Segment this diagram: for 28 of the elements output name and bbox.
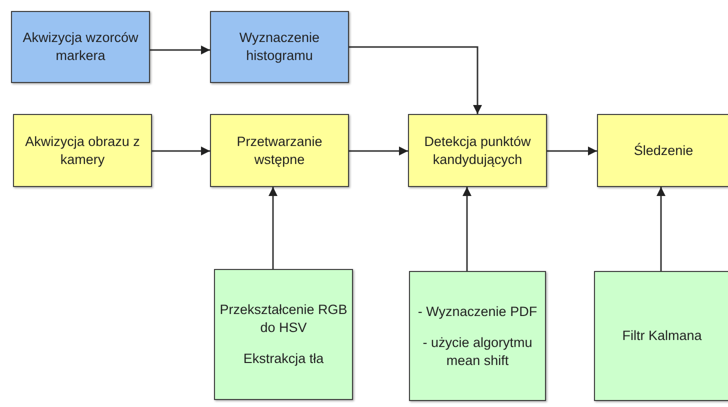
box-text: Akwizycja wzorców markera <box>22 29 140 65</box>
box-text: Detekcja punktów kandydujących <box>423 132 532 168</box>
box-text: Filtr Kalmana <box>621 327 703 345</box>
arrow <box>349 46 482 114</box>
arrow <box>152 146 210 156</box>
box-text: Wyznaczenie histogramu <box>238 29 321 65</box>
process-box <box>594 271 728 401</box>
process-box <box>214 269 353 400</box>
box-text: - Wyznaczenie PDF <box>416 302 538 320</box>
box-text: Ekstrakcja tła <box>242 350 325 368</box>
box-text: Śledzenie <box>632 142 694 160</box>
process-box <box>11 11 150 83</box>
process-box <box>210 11 349 83</box>
box-text: - użycie algorytmu mean shift <box>422 334 534 370</box>
process-box <box>409 271 546 401</box>
arrow <box>150 46 210 54</box>
arrow <box>349 146 408 156</box>
arrow <box>656 187 666 271</box>
process-box <box>597 114 728 187</box>
process-box <box>210 114 349 187</box>
box-text: Akwizycja obrazu z kamery <box>24 132 141 168</box>
arrow <box>268 187 278 269</box>
arrow <box>462 187 472 271</box>
arrow <box>547 146 597 156</box>
box-text: Przetwarzanie wstępne <box>236 132 324 168</box>
process-box <box>13 114 152 187</box>
process-box <box>408 114 547 187</box>
box-text: Przekształcenie RGB do HSV <box>218 301 348 336</box>
